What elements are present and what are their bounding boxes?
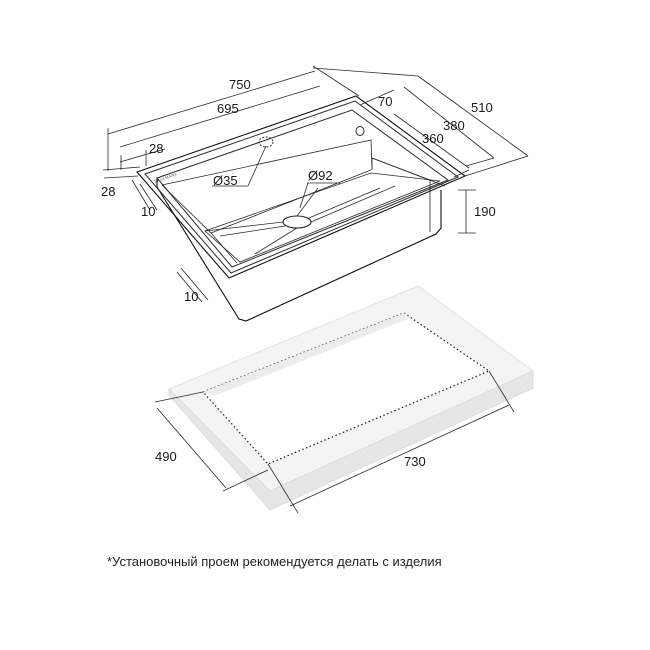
cutout-dimension-labels: 490 730: [155, 449, 426, 469]
sink-bowl-floor: [204, 172, 441, 263]
countertop-edge: [168, 370, 534, 511]
dim-10-top: 10: [141, 204, 155, 219]
dim-10-bottom: 10: [184, 289, 198, 304]
dim-510: 510: [471, 100, 493, 115]
sink-dimension-lines: [102, 65, 529, 303]
drain-grooves: [204, 185, 396, 255]
sink-rim-outer: [136, 95, 467, 279]
dim-695: 695: [217, 101, 239, 116]
drain-icon: [282, 215, 312, 229]
dim-360: 360: [422, 131, 444, 146]
dim-730: 730: [404, 454, 426, 469]
sink-dimension-labels: 750 695 28 70 510 380 360 28 10 10 190 Ø…: [101, 77, 496, 304]
dim-drain: Ø92: [308, 168, 333, 183]
dim-750: 750: [229, 77, 251, 92]
cutout-drawing: [168, 285, 534, 511]
dim-70: 70: [378, 94, 392, 109]
dim-380: 380: [443, 118, 465, 133]
cutout-opening: [203, 313, 489, 464]
dim-190: 190: [474, 204, 496, 219]
tap-hole-icon: [258, 136, 274, 148]
sink-rim-inner: [144, 100, 460, 274]
dim-tap-hole: Ø35: [213, 173, 238, 188]
cutout-dimension-lines: [154, 370, 515, 514]
dim-28-top: 28: [149, 141, 163, 156]
dim-490: 490: [155, 449, 177, 464]
sink-body: [156, 186, 442, 322]
installation-footnote: *Установочный проем рекомендуется делать…: [107, 554, 442, 569]
overflow-hole-icon: [355, 126, 365, 136]
dim-28-side: 28: [101, 184, 115, 199]
sink-bowl-opening: [156, 109, 450, 268]
